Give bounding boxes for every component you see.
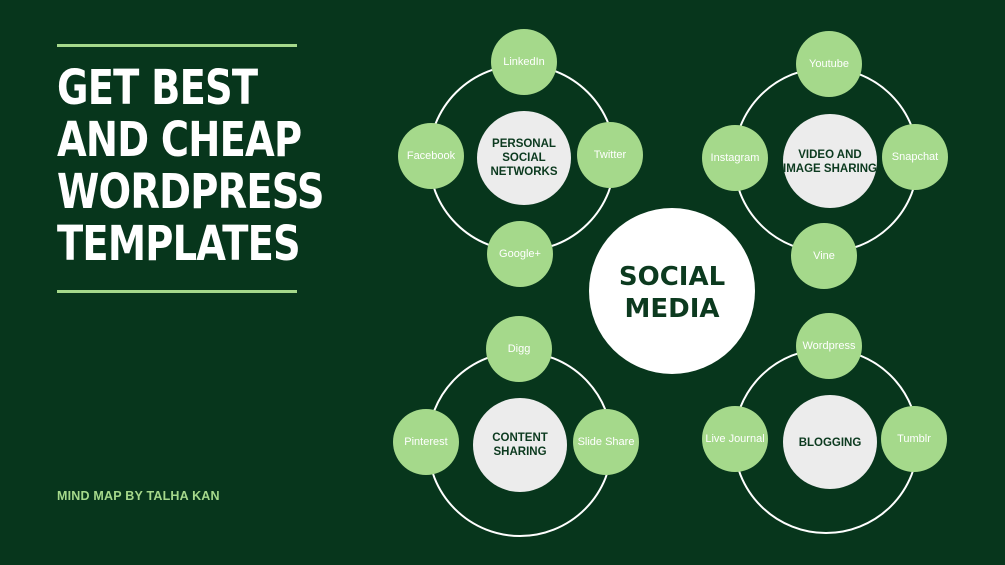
title-line: WORDPRESS (57, 164, 325, 220)
title-bottom-rule (57, 290, 297, 293)
leaf-circle-digg (486, 316, 552, 382)
hub-label-line: CONTENT (492, 432, 548, 444)
hub-label-line: VIDEO AND (798, 149, 861, 161)
leaf-circle-tumblr (881, 406, 947, 472)
hub-label-line: BLOGGING (799, 437, 862, 449)
leaf-label-facebook: Facebook (407, 150, 456, 162)
leaf-label-pinterest: Pinterest (404, 436, 447, 448)
leaf-label-wordpress: Wordpress (803, 340, 856, 352)
cluster-personal-social-networks: PERSONAL SOCIAL NETWORKS LinkedIn Twitte… (398, 29, 643, 287)
leaf-label-vine: Vine (813, 250, 835, 262)
center-label-line: MEDIA (624, 294, 719, 324)
cluster-video-and-image-sharing: VIDEO AND IMAGE SHARING Youtube Snapchat… (702, 31, 948, 289)
leaf-label-youtube: Youtube (809, 58, 849, 70)
leaf-circle-instagram (702, 125, 768, 191)
leaf-circle-facebook (398, 123, 464, 189)
leaf-label-instagram: Instagram (711, 152, 760, 164)
hub-label-line: IMAGE SHARING (783, 163, 877, 175)
title-line: AND CHEAP (57, 112, 302, 168)
leaf-label-linkedin: LinkedIn (503, 56, 545, 68)
leaf-circle-vine (791, 223, 857, 289)
leaf-label-tumblr: Tumblr (897, 433, 931, 445)
leaf-circle-live-journal (702, 406, 768, 472)
leaf-label-live-journal: Live Journal (705, 433, 764, 445)
leaf-circle-snapchat (882, 124, 948, 190)
leaf-circle-linkedin (491, 29, 557, 95)
cluster-blogging: BLOGGING Wordpress Tumblr Live Journal (702, 313, 947, 534)
hub-label-line: SOCIAL (502, 152, 545, 164)
hub-label-line: SHARING (493, 446, 546, 458)
leaf-label-twitter: Twitter (594, 149, 627, 161)
hub-circle (783, 114, 877, 208)
leaf-label-google-plus: Google+ (499, 248, 541, 260)
leaf-label-slide-share: Slide Share (578, 436, 635, 448)
center-label-line: SOCIAL (619, 262, 725, 292)
leaf-circle-pinterest (393, 409, 459, 475)
cluster-content-sharing: CONTENT SHARING Digg Slide Share Pintere… (393, 316, 639, 537)
title-top-rule (57, 44, 297, 47)
credit-text: MIND MAP BY TALHA KAN (57, 489, 220, 503)
page-title: GET BEST AND CHEAP WORDPRESS TEMPLATES (57, 62, 390, 270)
leaf-label-snapchat: Snapchat (892, 151, 938, 163)
leaf-circle-google-plus (487, 221, 553, 287)
hub-circle (473, 398, 567, 492)
leaf-label-digg: Digg (508, 343, 531, 355)
hub-label-line: PERSONAL (492, 138, 556, 150)
leaf-circle-twitter (577, 122, 643, 188)
leaf-circle-slide-share (573, 409, 639, 475)
center-circle (589, 208, 755, 374)
hub-circle (477, 111, 571, 205)
leaf-circle-wordpress (796, 313, 862, 379)
title-line: GET BEST (57, 60, 258, 116)
title-line: TEMPLATES (57, 216, 301, 272)
center-node: SOCIAL MEDIA (589, 208, 755, 374)
hub-circle (783, 395, 877, 489)
leaf-circle-youtube (796, 31, 862, 97)
hub-label-line: NETWORKS (490, 166, 557, 178)
